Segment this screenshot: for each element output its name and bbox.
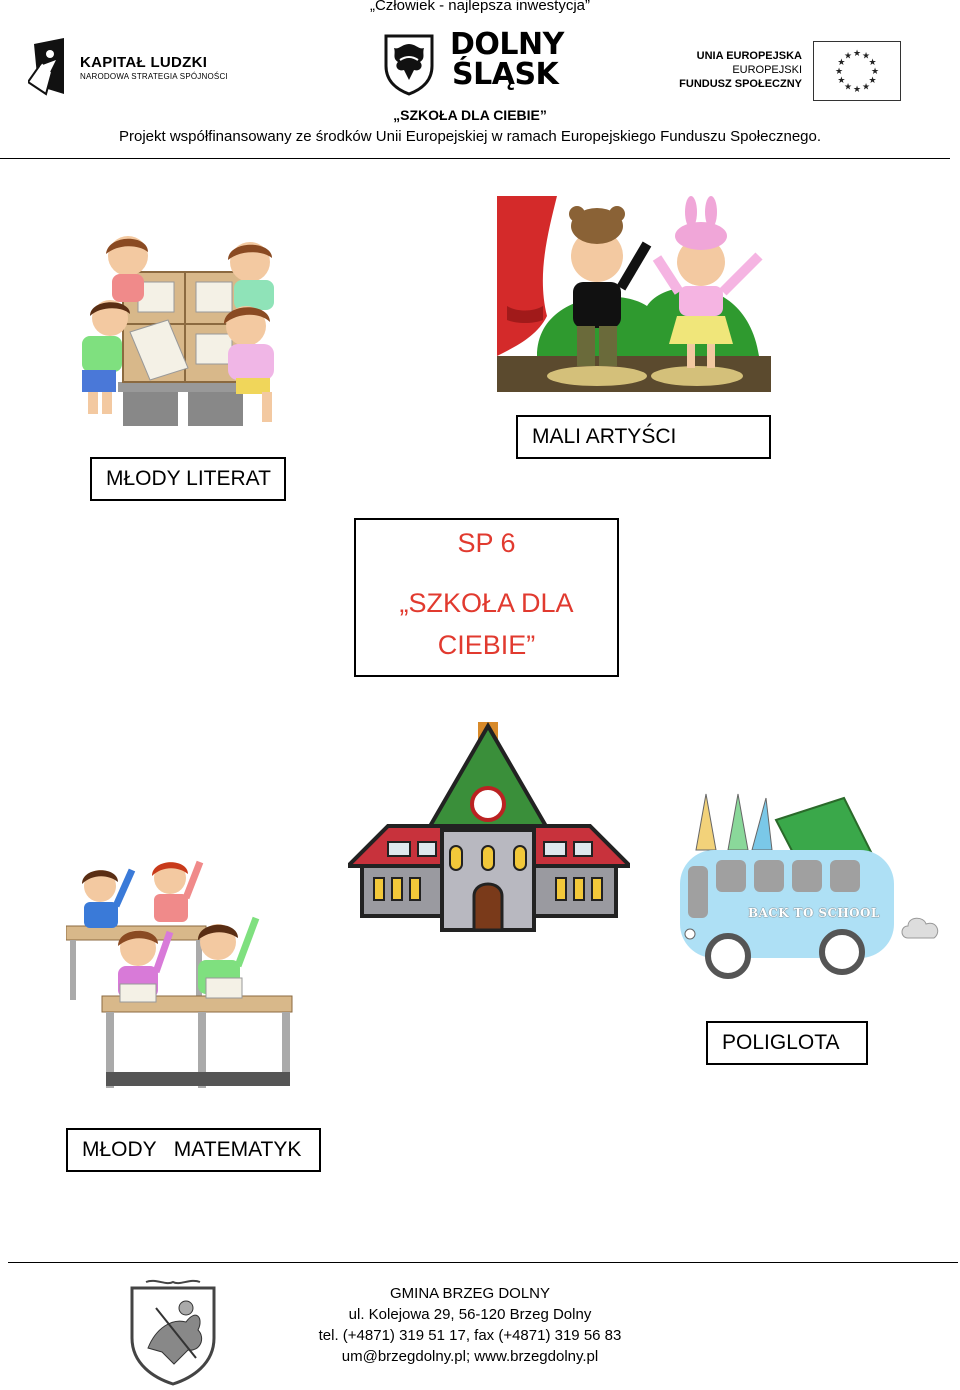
eu-star-icon: ★ — [862, 82, 870, 92]
footer-contact: GMINA BRZEG DOLNY ul. Kolejowa 29, 56-12… — [310, 1283, 630, 1367]
eu-text: UNIA EUROPEJSKA EUROPEJSKI FUNDUSZ SPOŁE… — [679, 49, 802, 91]
label-mlody-literat: MŁODY LITERAT — [90, 457, 286, 501]
project-title: „SZKOŁA DLA CIEBIE” — [393, 107, 547, 123]
label-mali-artysci: MALI ARTYŚCI — [516, 415, 771, 459]
eu-star-icon: ★ — [844, 82, 852, 92]
footer-phone-fax: tel. (+4871) 319 51 17, fax (+4871) 319 … — [318, 1327, 622, 1344]
school-number: SP 6 — [457, 528, 516, 558]
footer-email-web: um@brzegdolny.pl; www.brzegdolny.pl — [341, 1348, 599, 1365]
label-mlody-matematyk: MŁODY MATEMATYK — [66, 1128, 321, 1172]
lower-silesia-coat-of-arms-icon — [384, 34, 434, 96]
school-title-box: SP 6 „SZKOŁA DLA CIEBIE” — [354, 518, 619, 677]
brzeg-dolny-coat-of-arms-icon — [130, 1279, 216, 1386]
footer-divider — [8, 1262, 958, 1263]
kapital-ludzki-title: KAPITAŁ LUDZKI — [80, 54, 208, 71]
eu-star-icon: ★ — [844, 50, 852, 60]
eu-line3: FUNDUSZ SPOŁECZNY — [679, 78, 802, 90]
dolny-slask-line1: DOLNY — [450, 27, 564, 62]
kapital-ludzki-logo-icon — [28, 38, 64, 96]
eu-star-icon: ★ — [871, 66, 879, 76]
eu-star-icon: ★ — [869, 75, 877, 85]
header-divider — [0, 158, 950, 159]
project-description: Projekt współfinansowany ze środków Unii… — [118, 128, 822, 145]
dolny-slask-line2: ŚLĄSK — [452, 57, 559, 92]
eu-line2: EUROPEJSKI — [732, 64, 802, 76]
tagline: „Człowiek - najlepsza inwestycja” — [369, 0, 591, 14]
kids-in-class-illustration — [66, 860, 293, 1088]
footer-gmina: GMINA BRZEG DOLNY — [389, 1285, 551, 1302]
kapital-ludzki-subtitle: NARODOWA STRATEGIA SPÓJNOŚCI — [80, 72, 228, 81]
school-bus-illustration — [680, 793, 939, 979]
footer-address: ul. Kolejowa 29, 56-120 Brzeg Dolny — [348, 1306, 592, 1323]
eu-star-icon: ★ — [853, 48, 861, 58]
label-poliglota: POLIGLOTA — [706, 1021, 868, 1065]
school-building-illustration — [348, 722, 630, 932]
eu-star-icon: ★ — [837, 57, 845, 67]
school-name-line2: CIEBIE” — [437, 630, 536, 660]
theatre-artists-illustration — [497, 196, 771, 392]
eu-star-icon: ★ — [869, 57, 877, 67]
kids-reading-illustration — [82, 236, 274, 426]
eu-star-icon: ★ — [853, 84, 861, 94]
eu-flag-icon: ★★★★★★★★★★★★ — [813, 41, 901, 101]
bus-sign-text: BACK TO SCHOOL — [748, 906, 880, 920]
eu-star-icon: ★ — [862, 50, 870, 60]
school-name-line1: „SZKOŁA DLA — [399, 588, 574, 618]
eu-star-icon: ★ — [837, 75, 845, 85]
eu-line1: UNIA EUROPEJSKA — [696, 50, 802, 62]
eu-star-icon: ★ — [835, 66, 843, 76]
